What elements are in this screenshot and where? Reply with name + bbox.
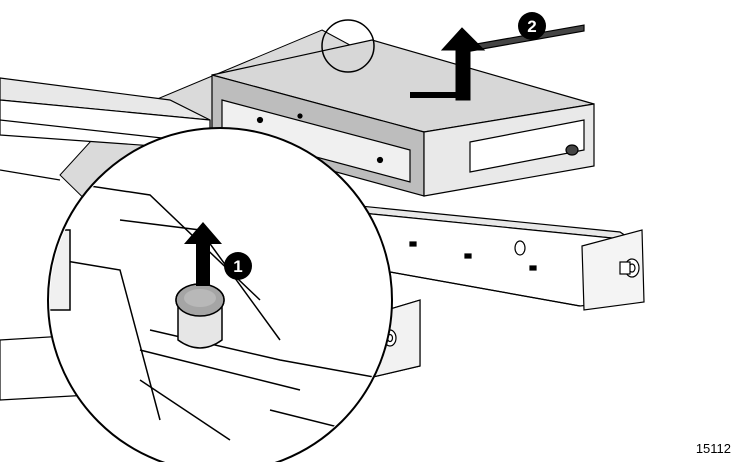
left-arrow-icon: [410, 92, 470, 98]
svg-text:2: 2: [527, 17, 536, 36]
svg-text:1: 1: [233, 257, 242, 276]
thumbscrew-icon: [619, 258, 640, 278]
callout-2: 2: [518, 12, 546, 40]
figure-number: 15112: [695, 441, 731, 456]
magnifier-lens: [47, 127, 393, 467]
callout-1: 1: [224, 252, 252, 280]
up-arrow-icon: [440, 27, 486, 101]
magnifier-lens-small: [321, 19, 375, 73]
up-arrow-icon: [184, 222, 222, 286]
tape-drive: [211, 24, 595, 197]
